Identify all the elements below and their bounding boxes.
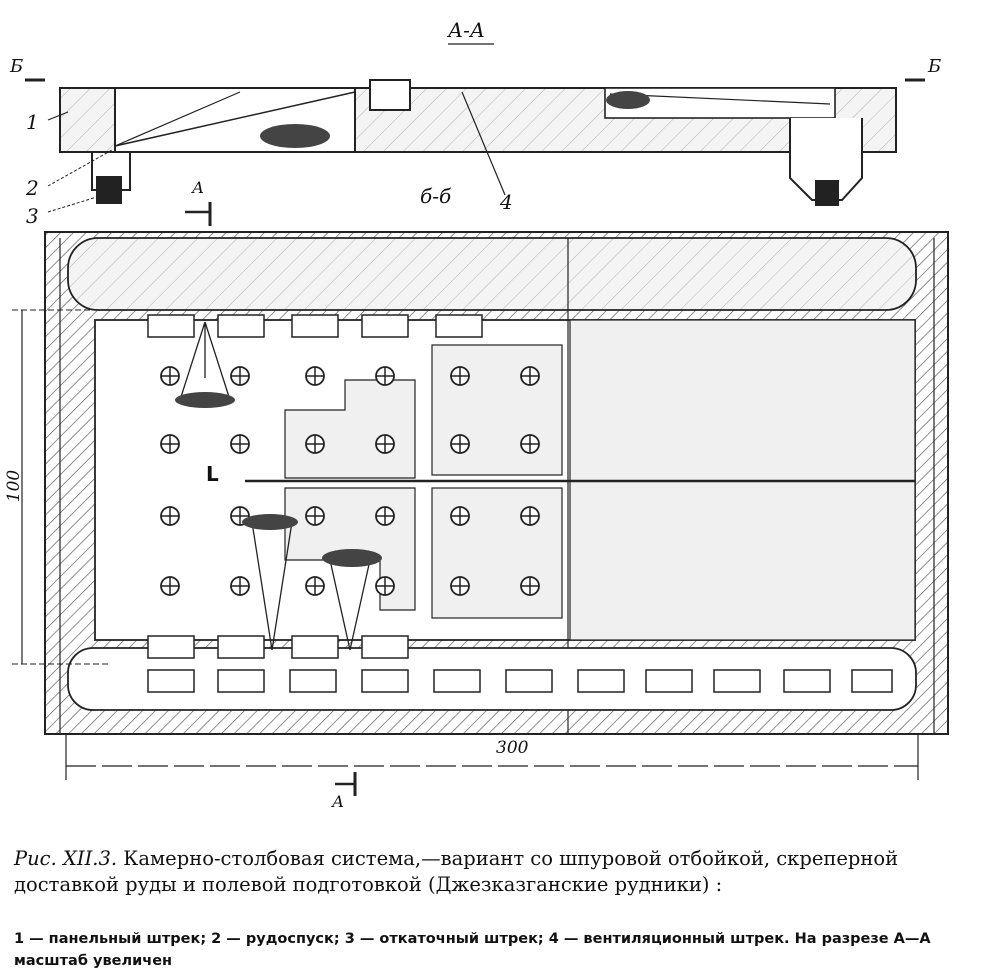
support-pillar <box>520 366 540 386</box>
pillar-block <box>361 669 409 693</box>
pillar-block <box>361 314 409 338</box>
pillar-block <box>435 314 483 338</box>
callout-3: 3 <box>26 204 39 228</box>
panel-drift-top <box>67 237 917 311</box>
pillar-block <box>783 669 831 693</box>
mined-room-mid <box>431 344 563 476</box>
ore-pile <box>242 514 298 530</box>
pillar-block <box>147 669 195 693</box>
callout-2: 2 <box>26 176 39 200</box>
support-pillar <box>230 576 250 596</box>
section-marker-a-bottom: А <box>332 792 345 811</box>
support-pillar <box>230 366 250 386</box>
ore-pile <box>322 549 382 567</box>
plan-mark-label: L <box>206 462 219 486</box>
pillar-block <box>505 669 553 693</box>
section-marker-a-top: А <box>192 178 205 197</box>
support-pillar <box>450 366 470 386</box>
section-marker-b-left: Б <box>10 56 24 77</box>
support-pillar <box>160 576 180 596</box>
scraper-rope <box>114 91 241 147</box>
leader-line-1 <box>47 111 69 121</box>
section-aa-drift-3 <box>96 176 122 204</box>
support-pillar <box>450 576 470 596</box>
pillar-block <box>291 314 339 338</box>
support-pillar <box>450 506 470 526</box>
ore-pile <box>175 392 235 408</box>
haulage-drift-bottom <box>67 647 917 711</box>
pillar-block <box>851 669 893 693</box>
pillar-block <box>577 669 625 693</box>
pillar-block <box>147 314 195 338</box>
support-pillar <box>160 366 180 386</box>
dimension-width-label: 300 <box>496 738 529 758</box>
pillar-block <box>433 669 481 693</box>
support-pillar <box>520 434 540 454</box>
ore-pile <box>260 124 330 148</box>
section-marker-b-right: Б <box>928 56 942 77</box>
scraper-rope <box>114 91 356 147</box>
support-pillar <box>375 434 395 454</box>
scraper-rope <box>251 521 293 651</box>
callout-1: 1 <box>26 110 39 134</box>
pillar-block <box>217 669 265 693</box>
support-pillar <box>305 366 325 386</box>
pillar-block <box>147 635 195 659</box>
scraper-rope <box>329 559 371 651</box>
leader-line-4 <box>461 91 506 196</box>
plan-bb <box>12 202 949 796</box>
pillar-block <box>713 669 761 693</box>
pillar-block <box>217 314 265 338</box>
section-aa <box>25 43 925 213</box>
pillar-block <box>291 635 339 659</box>
leader-line-3 <box>47 195 101 213</box>
support-pillar <box>375 576 395 596</box>
mined-room-mid <box>431 487 563 619</box>
support-pillar <box>305 506 325 526</box>
pillar-block <box>361 635 409 659</box>
mining-system-drawing <box>12 43 949 796</box>
figure-legend: 1 — панельный штрек; 2 — рудоспуск; 3 — … <box>14 931 931 969</box>
support-pillar <box>520 576 540 596</box>
support-pillar <box>450 434 470 454</box>
support-pillar <box>375 506 395 526</box>
support-pillar <box>160 434 180 454</box>
leader-line-2 <box>47 149 113 187</box>
figure-number: Рис. XII.3. <box>14 847 118 870</box>
figure-title: Камерно-столбовая система,—вариант со шп… <box>14 847 899 896</box>
support-pillar <box>305 434 325 454</box>
section-aa-title: А-А <box>448 18 486 42</box>
ore-pile <box>606 91 650 109</box>
pillar-block <box>645 669 693 693</box>
section-aa-pillar <box>369 79 411 111</box>
support-pillar <box>230 434 250 454</box>
callout-4: 4 <box>500 190 513 214</box>
figure-caption: Рис. XII.3. Камерно-столбовая система,—в… <box>14 846 974 898</box>
scraper-rope <box>179 321 231 401</box>
section-bb-title: б-б <box>420 184 452 208</box>
pillar-block <box>217 635 265 659</box>
support-pillar <box>160 506 180 526</box>
support-pillar <box>305 576 325 596</box>
support-pillar <box>375 366 395 386</box>
support-pillar <box>520 506 540 526</box>
dimension-height-label: 100 <box>4 469 25 503</box>
section-aa-drift <box>815 180 839 206</box>
pillar-block <box>289 669 337 693</box>
